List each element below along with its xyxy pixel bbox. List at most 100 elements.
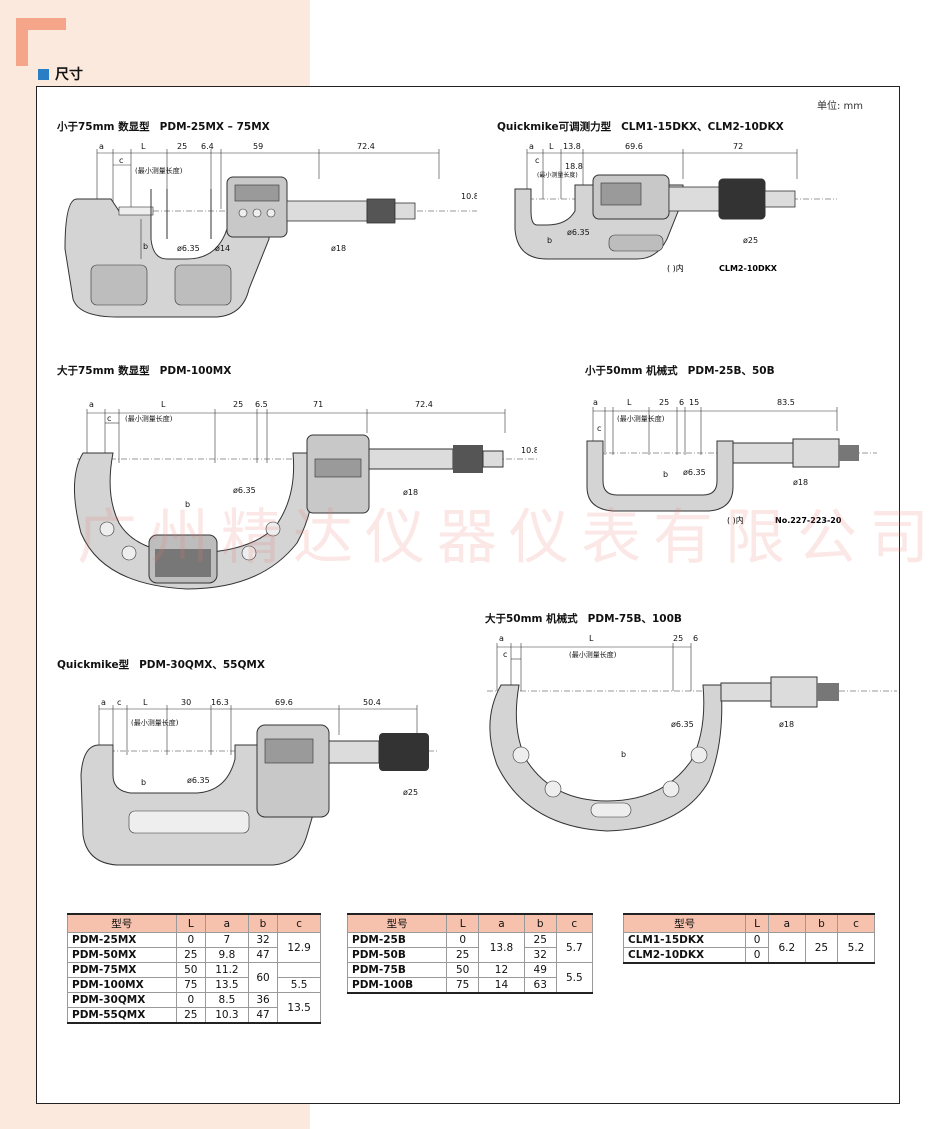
- table-cell: 25: [175, 1007, 207, 1024]
- dim-c: c: [503, 650, 507, 659]
- dim-25: 25: [233, 400, 243, 409]
- dim-a: a: [99, 142, 104, 151]
- table-cell: PDM-50B: [346, 947, 448, 963]
- dim-b: b: [141, 778, 146, 787]
- table-cell: PDM-100B: [346, 977, 448, 994]
- dim-phi-25: ø25: [743, 236, 758, 245]
- dim-72: 72: [733, 142, 743, 151]
- table-cell: 50: [175, 962, 207, 978]
- table-row: 型号 L a b c: [67, 913, 321, 933]
- col-header-c: c: [277, 913, 321, 933]
- dim-b: b: [663, 470, 668, 479]
- dim-phi-18: ø18: [331, 244, 346, 253]
- table-cell: 5.5: [277, 977, 321, 993]
- section-header: 尺寸: [38, 64, 83, 84]
- table-cell: 10.3: [205, 1007, 249, 1024]
- col-header-a: a: [478, 913, 525, 933]
- section-title: 尺寸: [55, 67, 83, 83]
- dim-L: L: [627, 398, 632, 407]
- table-cell: 0: [745, 932, 769, 948]
- dim-83-5: 83.5: [777, 398, 795, 407]
- dim-a: a: [499, 634, 504, 643]
- col-header-L: L: [446, 913, 480, 933]
- col-header-c: c: [555, 913, 594, 933]
- dim-phi-6-35: ø6.35: [187, 776, 210, 785]
- dim-phi-6-35: ø6.35: [683, 468, 706, 477]
- min-length-label: (最小测量长度): [617, 414, 665, 423]
- min-length-label: (最小测量长度): [125, 414, 173, 423]
- dim-a: a: [593, 398, 598, 407]
- dim-b: b: [185, 500, 190, 509]
- col-header-b: b: [523, 913, 557, 933]
- dim-6-4: 6.4: [201, 142, 214, 151]
- dim-phi-6-35: ø6.35: [233, 486, 256, 495]
- col-header-a: a: [205, 913, 249, 933]
- dim-15: 15: [689, 398, 699, 407]
- min-length-label: (最小测量长度): [131, 718, 179, 727]
- micrometer-drawing-qmx: a c L 30 16.3 69.6 50.4 b ø6.35 ø25 (最小测…: [80, 698, 437, 866]
- note-model: CLM2-10DKX: [719, 264, 778, 273]
- table-cell: 5.7: [555, 932, 594, 963]
- dim-L: L: [143, 698, 148, 707]
- table-cell: 13.5: [205, 977, 249, 993]
- table-cell: 12: [478, 962, 525, 978]
- table-cell: 47: [247, 1007, 279, 1024]
- dim-25: 25: [673, 634, 683, 643]
- table-row: 型号 L a b c: [622, 913, 875, 933]
- col-header-L: L: [745, 913, 769, 933]
- dim-b: b: [621, 750, 626, 759]
- dim-L: L: [589, 634, 594, 643]
- table-cell: PDM-25B: [346, 932, 448, 948]
- dim-phi-18: ø18: [779, 720, 794, 729]
- col-header-model: 型号: [622, 913, 747, 933]
- table-cell: PDM-30QMX: [67, 992, 177, 1008]
- table-cell: 36: [247, 992, 279, 1008]
- table-cell: 9.8: [205, 947, 249, 963]
- table-cell: 25: [523, 932, 557, 948]
- table-cell: 11.2: [205, 962, 249, 978]
- table-cell: 5.2: [837, 932, 875, 964]
- dim-13-8: 13.8: [563, 142, 581, 151]
- table-cell: 14: [478, 977, 525, 994]
- dim-c: c: [535, 156, 539, 165]
- table-cell: 25: [175, 947, 207, 963]
- dim-b: b: [143, 242, 148, 251]
- dim-L: L: [549, 142, 554, 151]
- col-header-model: 型号: [67, 913, 177, 933]
- col-header-c: c: [837, 913, 875, 933]
- dim-phi-18: ø18: [403, 488, 418, 497]
- dim-69-6: 69.6: [275, 698, 293, 707]
- table-cell: 75: [175, 977, 207, 993]
- dim-18-8: 18.8: [565, 162, 583, 171]
- table-cell: 13.5: [277, 992, 321, 1024]
- table-cell: 13.8: [478, 932, 525, 963]
- dim-25: 25: [659, 398, 669, 407]
- dim-a: a: [89, 400, 94, 409]
- dim-71: 71: [313, 400, 323, 409]
- corner-bracket-icon: [16, 18, 66, 66]
- table-cell: CLM1-15DKX: [622, 932, 747, 948]
- note-model: No.227-223-20: [775, 516, 842, 525]
- dim-6: 6: [679, 398, 684, 407]
- dim-L: L: [141, 142, 146, 151]
- micrometer-drawing-pdm-25b: a c L 25 6 15 83.5 b ø6.35 ø18 (最小测量长度) …: [586, 398, 877, 525]
- dim-phi-14: ø14: [215, 244, 230, 253]
- table-cell: 60: [247, 962, 279, 993]
- dim-30: 30: [181, 698, 191, 707]
- table-cell: [277, 962, 321, 978]
- dim-phi-18: ø18: [793, 478, 808, 487]
- note-prefix: ( )内: [667, 263, 684, 273]
- table-cell: 25: [804, 932, 839, 964]
